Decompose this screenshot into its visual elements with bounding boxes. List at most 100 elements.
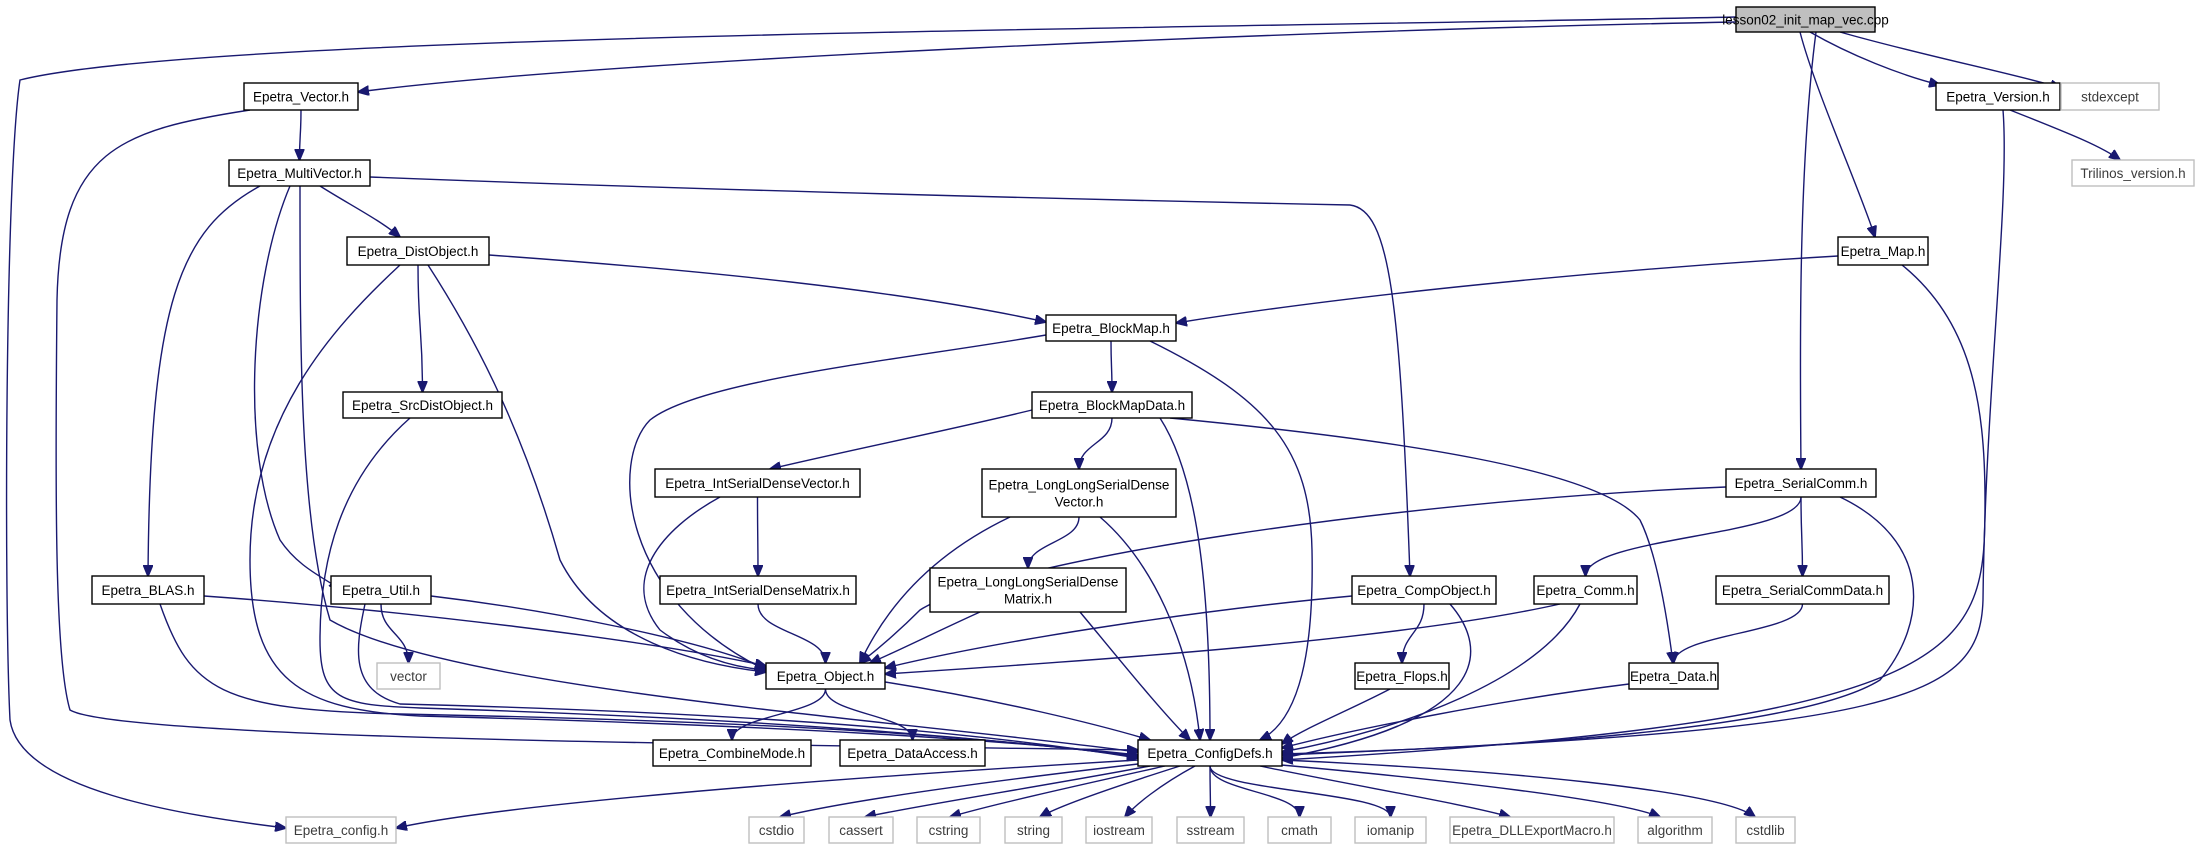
edge-multivector_h-to-configdefs_h (299, 185, 1138, 752)
edge-distobject_h-to-blockmap_h (488, 254, 1046, 322)
node-box[interactable] (748, 816, 805, 844)
node-box[interactable] (1637, 816, 1713, 844)
node-box[interactable] (828, 816, 894, 844)
graph-node-vector[interactable]: vector (376, 662, 441, 690)
graph-node-comm-h[interactable]: Epetra_Comm.h (1533, 575, 1638, 605)
edge-blas_h-to-object_h (203, 595, 766, 666)
node-box[interactable] (652, 739, 812, 767)
node-box[interactable] (765, 662, 886, 690)
node-box[interactable] (1351, 575, 1497, 605)
graph-node-multivector-h[interactable]: Epetra_MultiVector.h (228, 159, 371, 187)
node-label: Vector.h (1055, 495, 1104, 510)
graph-node-combinemode-h[interactable]: Epetra_CombineMode.h (652, 739, 812, 767)
node-box[interactable] (330, 575, 432, 605)
node-label: cmath (1281, 823, 1318, 838)
graph-node-iostream[interactable]: iostream (1085, 816, 1153, 844)
graph-node-sstream[interactable]: sstream (1176, 816, 1245, 844)
edge-util_h-to-configdefs_h (357, 603, 1138, 758)
graph-node-blas-h[interactable]: Epetra_BLAS.h (91, 575, 205, 605)
graph-node-cstdlib[interactable]: cstdlib (1735, 816, 1796, 844)
node-box[interactable] (1137, 739, 1283, 767)
node-box[interactable] (1449, 816, 1615, 844)
graph-node-string[interactable]: string (1004, 816, 1063, 844)
graph-node-map-h[interactable]: Epetra_Map.h (1837, 236, 1929, 266)
node-box[interactable] (1031, 391, 1193, 419)
edge-blockmapdata_h-to-longlongserialdensevector_h (1079, 417, 1113, 469)
edge-longlongserialdensevector_h-to-object_h (860, 516, 1011, 663)
node-label: Epetra_IntSerialDenseVector.h (665, 476, 850, 491)
graph-node-distobject-h[interactable]: Epetra_DistObject.h (346, 236, 490, 266)
graph-node-vector-h[interactable]: Epetra_Vector.h (243, 82, 359, 111)
node-box[interactable] (285, 816, 397, 844)
graph-node-cassert[interactable]: cassert (828, 816, 894, 844)
graph-node-version-h[interactable]: Epetra_Version.h (1935, 82, 2061, 111)
node-box[interactable] (916, 816, 981, 844)
node-box[interactable] (2060, 82, 2160, 111)
edge-data_h-to-configdefs_h (1282, 683, 1630, 748)
node-box[interactable] (376, 662, 441, 690)
node-label: Epetra_Map.h (1841, 244, 1926, 259)
graph-node-util-h[interactable]: Epetra_Util.h (330, 575, 432, 605)
node-box[interactable] (659, 575, 857, 605)
node-box[interactable] (346, 236, 490, 266)
node-box[interactable] (342, 391, 503, 419)
node-box[interactable] (1735, 6, 1876, 33)
node-box[interactable] (1725, 468, 1877, 498)
edge-compobject_h-to-configdefs_h (1282, 603, 1472, 758)
graph-node-blockmapdata-h[interactable]: Epetra_BlockMapData.h (1031, 391, 1193, 419)
graph-node-flops-h[interactable]: Epetra_Flops.h (1354, 662, 1450, 690)
node-label: Epetra_Data.h (1630, 669, 1717, 684)
node-box[interactable] (1176, 816, 1245, 844)
node-box[interactable] (91, 575, 205, 605)
node-box[interactable] (1354, 816, 1427, 844)
edge-util_h-to-vector (380, 603, 409, 663)
edge-object_h-to-configdefs_h (884, 681, 1150, 740)
node-box[interactable] (1837, 236, 1929, 266)
node-box[interactable] (1085, 816, 1153, 844)
node-box[interactable] (1267, 816, 1332, 844)
node-box[interactable] (1004, 816, 1063, 844)
node-label: algorithm (1647, 823, 1703, 838)
graph-node-dataaccess-h[interactable]: Epetra_DataAccess.h (839, 739, 986, 767)
node-box[interactable] (1935, 82, 2061, 111)
node-box[interactable] (243, 82, 359, 111)
node-box[interactable] (1715, 575, 1890, 605)
node-box[interactable] (929, 567, 1127, 613)
graph-node-srcdistobject-h[interactable]: Epetra_SrcDistObject.h (342, 391, 503, 419)
node-box[interactable] (228, 159, 371, 187)
node-box[interactable] (1628, 662, 1719, 690)
graph-node-intserialdensevector-h[interactable]: Epetra_IntSerialDenseVector.h (654, 468, 861, 498)
node-box[interactable] (1735, 816, 1796, 844)
node-label: iomanip (1367, 823, 1414, 838)
node-label: iostream (1093, 823, 1145, 838)
graph-node-algorithm[interactable]: algorithm (1637, 816, 1713, 844)
node-box[interactable] (654, 468, 861, 498)
graph-node-object-h[interactable]: Epetra_Object.h (765, 662, 886, 690)
node-box[interactable] (2071, 159, 2195, 187)
node-box[interactable] (1533, 575, 1638, 605)
graph-node-data-h[interactable]: Epetra_Data.h (1628, 662, 1719, 690)
node-box[interactable] (839, 739, 986, 767)
node-box[interactable] (1354, 662, 1450, 690)
graph-node-compobject-h[interactable]: Epetra_CompObject.h (1351, 575, 1497, 605)
graph-node-intserialdensematrix-h[interactable]: Epetra_IntSerialDenseMatrix.h (659, 575, 857, 605)
graph-node-cmath[interactable]: cmath (1267, 816, 1332, 844)
graph-node-serialcomm-h[interactable]: Epetra_SerialComm.h (1725, 468, 1877, 498)
graph-node-serialcommdata-h[interactable]: Epetra_SerialCommData.h (1715, 575, 1890, 605)
node-box[interactable] (981, 468, 1177, 518)
node-box[interactable] (1045, 314, 1177, 342)
graph-node-trilinos-version-h[interactable]: Trilinos_version.h (2071, 159, 2195, 187)
graph-node-cstring[interactable]: cstring (916, 816, 981, 844)
graph-node-configdefs-h[interactable]: Epetra_ConfigDefs.h (1137, 739, 1283, 767)
graph-node-stdexcept[interactable]: stdexcept (2060, 82, 2160, 111)
edge-longlongserialdensevector_h-to-configdefs_h (1099, 516, 1200, 740)
graph-node-config-h[interactable]: Epetra_config.h (285, 816, 397, 844)
graph-node-blockmap-h[interactable]: Epetra_BlockMap.h (1045, 314, 1177, 342)
graph-node-iomanip[interactable]: iomanip (1354, 816, 1427, 844)
graph-node-root[interactable]: lesson02_init_map_vec.cpp (1722, 6, 1889, 33)
edge-root-to-serialcomm_h (1800, 31, 1817, 469)
graph-node-dllexportmacro-h[interactable]: Epetra_DLLExportMacro.h (1449, 816, 1615, 844)
graph-node-cstdio[interactable]: cstdio (748, 816, 805, 844)
